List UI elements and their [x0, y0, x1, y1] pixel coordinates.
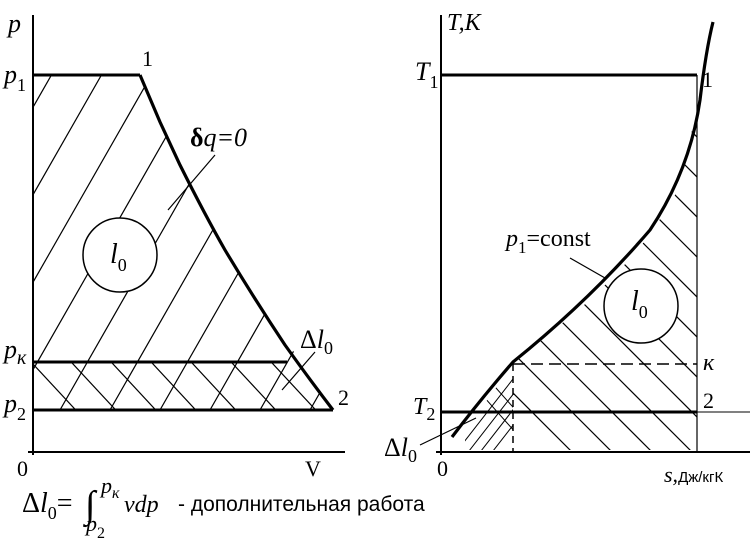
formula-caption: - дополнительная работа	[178, 493, 425, 516]
p-axis-label: p	[6, 9, 21, 38]
v-axis-label: V	[305, 456, 321, 481]
integrand: vdp	[124, 492, 159, 518]
ts-diagram: T,K 0 s,Дж/кгК T1 T2 1 к 2 p1=const l0 Δ…	[384, 10, 750, 487]
point-k-label: к	[703, 350, 715, 376]
t-axis-label: T,K	[447, 10, 483, 36]
t2-label: T2	[413, 394, 435, 424]
dl0-leader-right	[419, 417, 477, 446]
dl0-right-label: Δl0	[384, 433, 417, 466]
integral-lower-limit: p2	[84, 511, 105, 542]
adiabat-leader	[167, 154, 216, 211]
point-2-label: 2	[338, 385, 349, 410]
p1-label: p1	[2, 60, 26, 95]
l0-label: l0	[110, 239, 127, 275]
dl0-label: Δl0	[300, 325, 333, 358]
s-axis-label: s,Дж/кгК	[664, 462, 723, 487]
l0-circle-right	[603, 268, 679, 344]
point-2-right-label: 2	[703, 388, 714, 413]
pv-diagram: p 0 V p1 pк p2 1 2 δq=0 l0 Δl0	[2, 9, 349, 481]
integral-sign: ∫	[83, 484, 98, 528]
p2-label: p2	[2, 389, 26, 424]
isobar-label: p1=const	[504, 226, 591, 257]
ts-origin-label: 0	[437, 456, 448, 481]
point-1-label: 1	[142, 46, 153, 71]
isobar-curve	[450, 21, 715, 438]
isobar-leader	[569, 257, 606, 279]
v-origin-label: 0	[17, 456, 28, 481]
dl0-leader	[281, 351, 316, 391]
l0-right-label: l0	[631, 286, 648, 322]
t1-label: T1	[415, 57, 438, 92]
integral-upper-limit: pк	[99, 473, 120, 502]
l0-circle	[82, 217, 158, 293]
adiabat-label: δq=0	[190, 123, 247, 152]
adiabat-curve	[138, 74, 335, 411]
pk-label: pк	[2, 335, 27, 369]
point-1-right-label: 1	[702, 67, 713, 92]
formula-lhs: Δl0=	[22, 488, 73, 523]
formula: Δl0= ∫ pк p2 vdp - дополнительная работа	[22, 473, 425, 542]
